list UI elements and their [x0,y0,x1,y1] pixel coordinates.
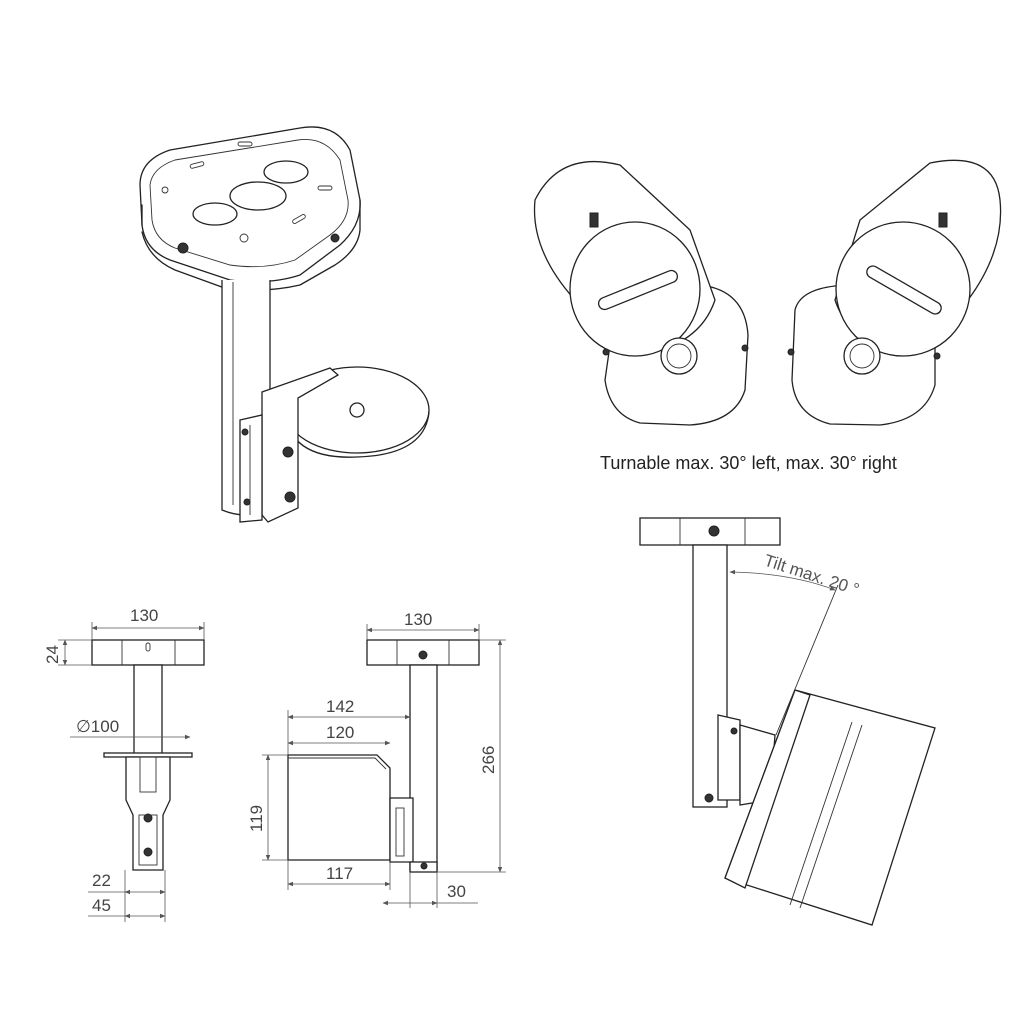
tilt-caption: Tilt max. 20 ° [762,551,862,600]
side-width-label: 130 [404,610,432,629]
turn-view-left [533,161,749,426]
side-dim-119: 119 [247,805,266,832]
side-dim-120: 120 [326,723,354,742]
front-dim-22: 22 [92,871,111,890]
side-dim-142: 142 [326,697,354,716]
front-height-label: 24 [43,645,62,664]
side-dim-117: 117 [326,864,353,883]
front-view: 130 24 ∅100 22 45 [43,606,205,922]
turn-view-right [787,159,1002,426]
front-width-label: 130 [130,606,158,625]
turn-caption: Turnable max. 30° left, max. 30° right [600,453,897,473]
side-dim-30: 30 [447,882,466,901]
front-dim-45: 45 [92,896,111,915]
side-total-height: 266 [479,746,498,774]
isometric-mount-view [139,126,430,523]
front-diameter-label: ∅100 [76,717,119,736]
tilt-view: Tilt max. 20 ° [639,517,936,926]
side-view: 130 142 120 119 117 30 266 [247,610,506,908]
